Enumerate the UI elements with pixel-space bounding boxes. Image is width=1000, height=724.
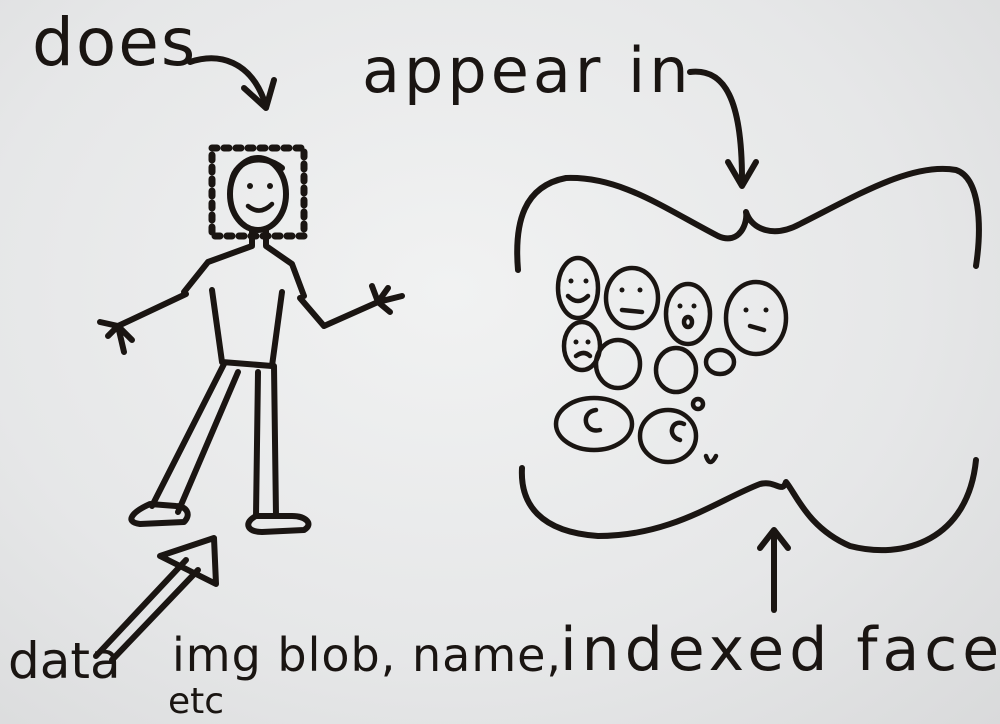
face-tiny-1 xyxy=(690,396,706,412)
etc-label: etc xyxy=(168,681,225,722)
appear-in-label: appear in xyxy=(362,34,693,107)
does-arrow xyxy=(187,55,277,111)
face-small-frown xyxy=(561,319,603,373)
face-smiling xyxy=(555,255,601,321)
indexed-faces-group xyxy=(553,255,789,465)
face-tiny-2 xyxy=(703,453,719,465)
data-label: data xyxy=(8,632,121,690)
face-surprised xyxy=(663,281,713,347)
face-index-container xyxy=(514,165,982,554)
face-spiral-2 xyxy=(637,407,699,465)
stick-figure xyxy=(97,144,405,535)
indexed-faces-arrow xyxy=(757,527,791,613)
face-skeptical xyxy=(723,279,789,357)
does-label: does xyxy=(32,4,198,81)
face-blank-1 xyxy=(593,337,643,391)
img-blob-name-label: img blob, name, xyxy=(172,628,563,682)
indexed-faces-label: indexed faces xyxy=(560,615,1000,685)
face-spiral-1 xyxy=(553,395,635,453)
appear-in-arrow xyxy=(687,68,759,189)
data-arrow xyxy=(93,535,219,663)
face-blank-3 xyxy=(703,347,737,377)
face-neutral xyxy=(603,265,661,331)
face-blank-2 xyxy=(653,345,699,395)
face-detection-box xyxy=(208,144,308,240)
